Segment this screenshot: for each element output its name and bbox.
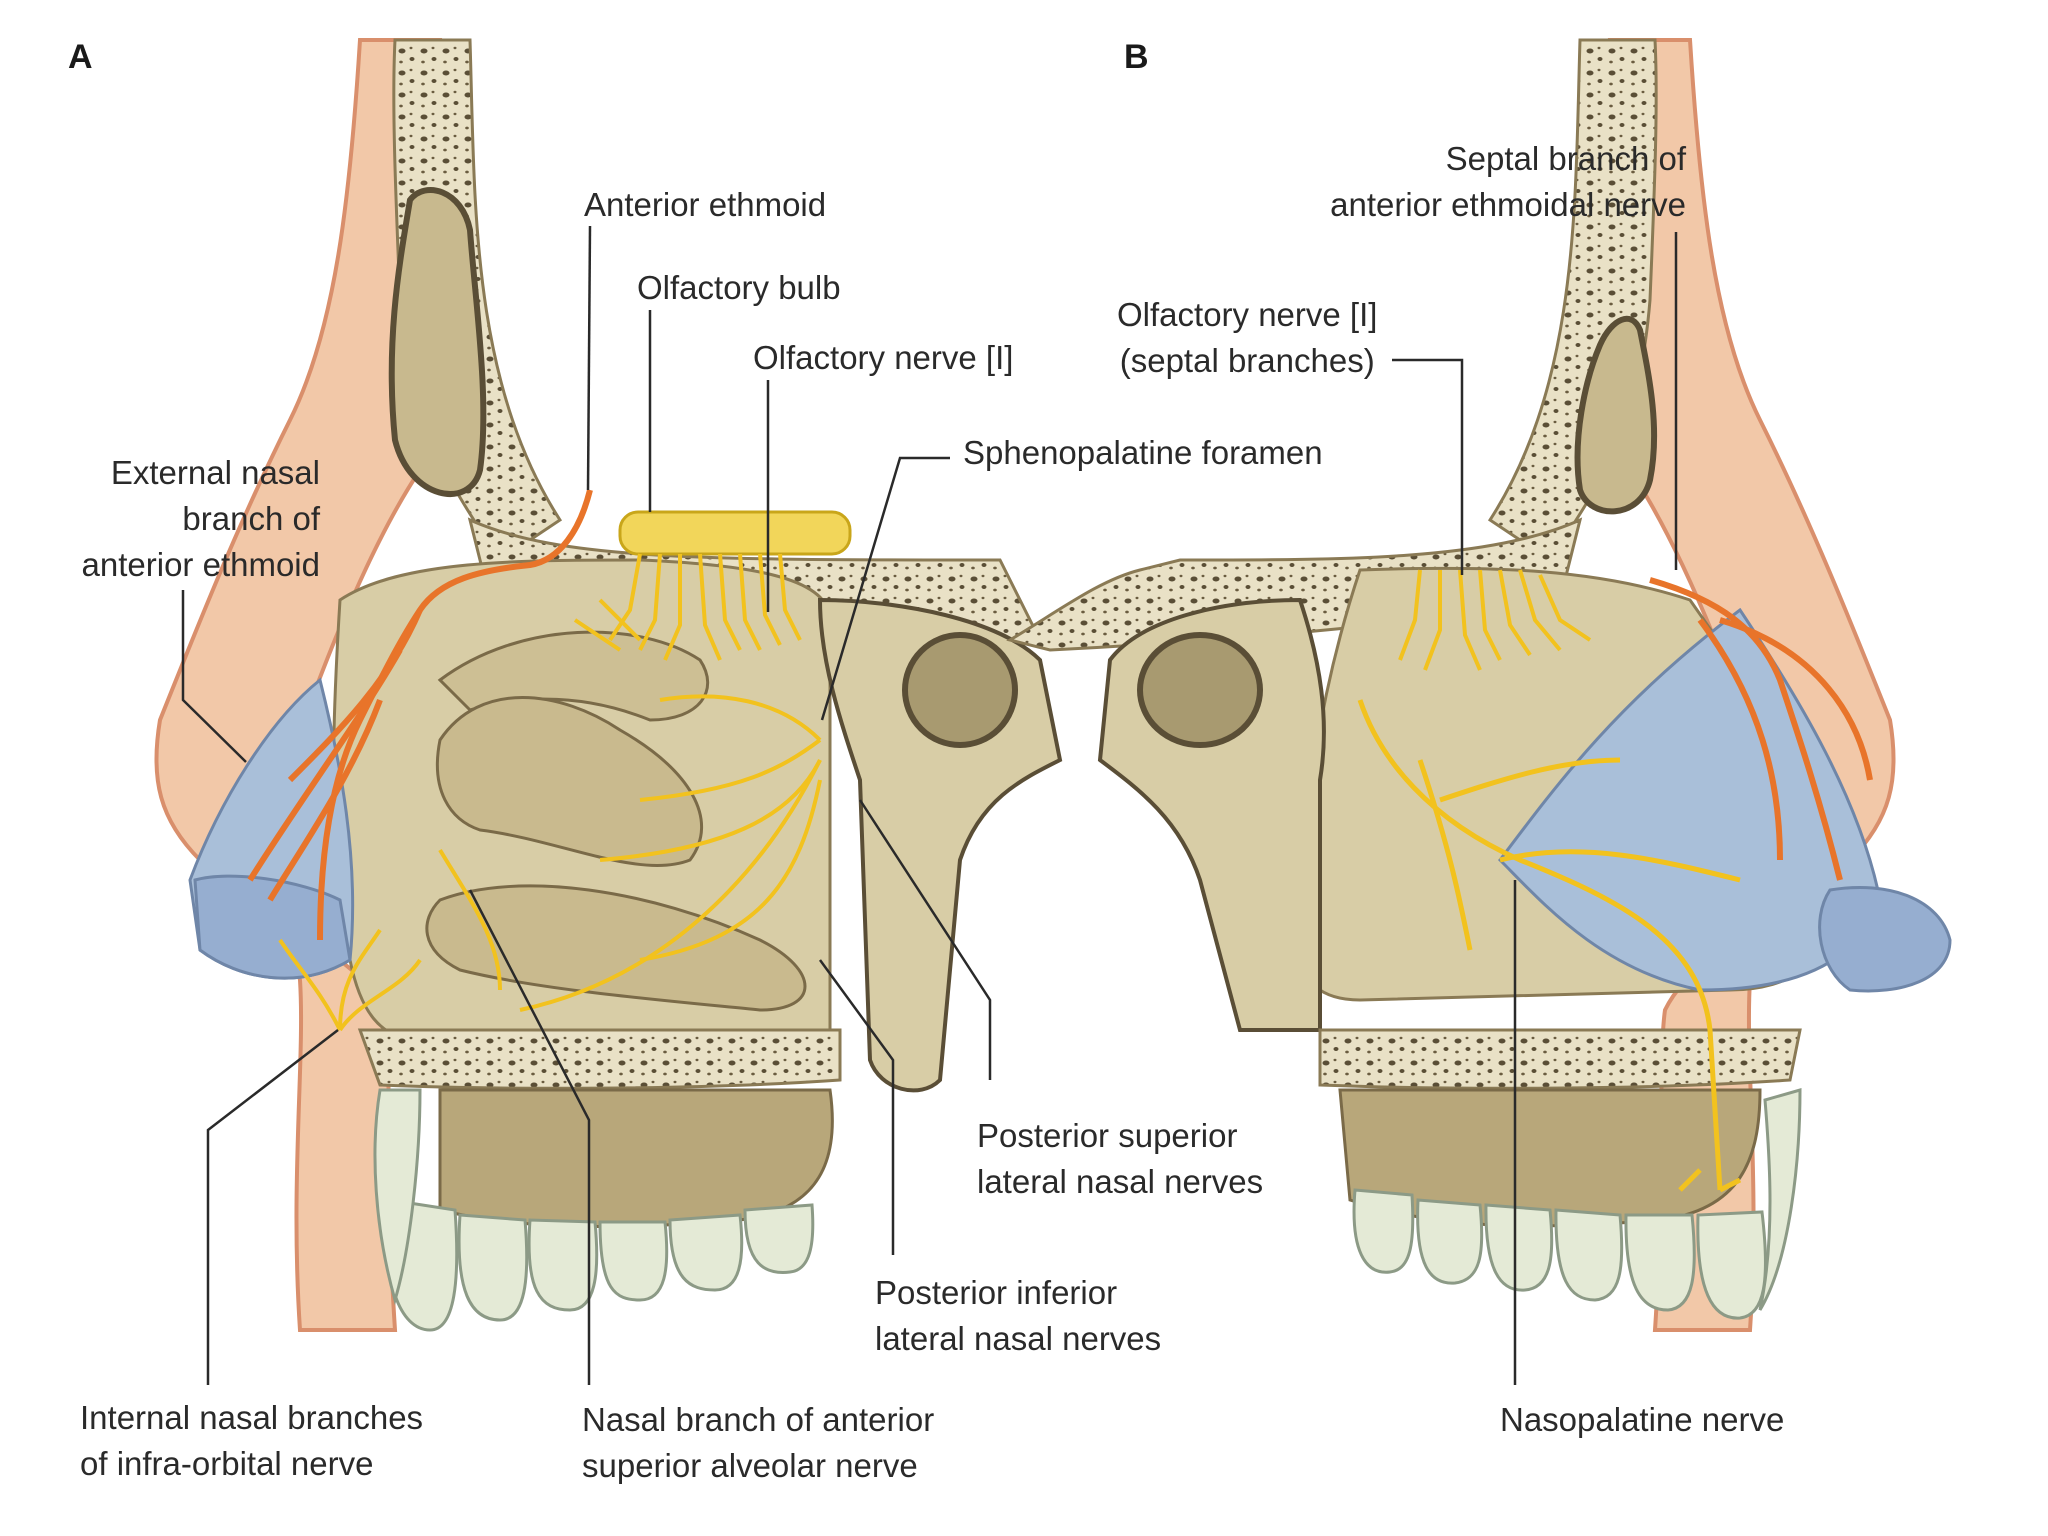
leader-posterior-inferior [818, 959, 895, 1255]
label-olfactory-septal-line-2: (septal branches) [1119, 342, 1375, 379]
panel-a-alar-cartilage [193, 874, 352, 980]
panel-a-ethmoid-nerve [247, 489, 593, 941]
panel-a-illustration [154, 38, 1063, 1332]
label-nasopalatine: Nasopalatine nerve [1500, 1401, 1785, 1438]
panel-b-letter: B [1124, 38, 1149, 76]
panel-a-palate [357, 1028, 842, 1090]
panel-a-oral-roof [438, 1088, 834, 1229]
label-posterior-inferior-line-1: Posterior inferior [875, 1274, 1118, 1311]
leader-olfactory-septal [1392, 358, 1464, 575]
panel-b-illustration [1006, 38, 1952, 1332]
label-olfactory-bulb: Olfactory bulb [637, 269, 841, 306]
label-septal-branch-line-1: Septal branch of [1445, 140, 1686, 177]
label-posterior-superior-line-2: lateral nasal nerves [977, 1163, 1264, 1200]
panel-a-olfactory-nerves [573, 553, 802, 661]
panel-b-teeth [1352, 1088, 1802, 1320]
label-nasal-branch-asa: Nasal branch of anterior superior alveol… [582, 1397, 934, 1489]
label-external-nasal-line-1: External nasal [110, 454, 320, 491]
panel-a-olfactory-bulb [618, 510, 852, 556]
leader-external-nasal [181, 590, 247, 763]
label-internal-nasal-line-1: Internal nasal branches [80, 1399, 424, 1436]
panel-a-inferior-concha [425, 884, 807, 1012]
panel-b-nasopalatine-nerve [1357, 699, 1742, 1193]
panel-a-middle-concha [435, 696, 703, 868]
label-internal-nasal: Internal nasal branches of infra-orbital… [80, 1395, 423, 1487]
label-septal-branch: Septal branch of anterior ethmoidal nerv… [1270, 136, 1686, 228]
panel-b-palate [1318, 1028, 1802, 1090]
panel-b-alar-cartilage [1818, 885, 1952, 993]
leader-lines [181, 225, 1678, 1385]
label-septal-branch-line-2: anterior ethmoidal nerve [1330, 186, 1686, 223]
label-internal-nasal-line-2: of infra-orbital nerve [80, 1445, 374, 1482]
panel-b-sphenoid-sinus [1137, 632, 1263, 748]
panel-a-frontal-sinus [388, 187, 487, 497]
panel-b-olfactory-nerves [1398, 569, 1592, 671]
panel-a-teeth [373, 1088, 815, 1332]
label-olfactory-septal: Olfactory nerve [I] (septal branches) [1117, 292, 1377, 384]
leader-internal-nasal [206, 1029, 339, 1385]
label-posterior-inferior: Posterior inferior lateral nasal nerves [875, 1270, 1161, 1362]
label-posterior-inferior-line-2: lateral nasal nerves [875, 1320, 1162, 1357]
leader-anterior-ethmoid [586, 225, 592, 491]
label-nasal-branch-asa-line-1: Nasal branch of anterior [582, 1401, 935, 1438]
label-posterior-superior: Posterior superior lateral nasal nerves [977, 1113, 1263, 1205]
panel-b-frontal-sinus [1574, 316, 1658, 515]
panel-b-septal-ethmoid-nerve [1649, 577, 1873, 881]
panel-a-infraorbital-nerves [278, 928, 422, 1032]
label-external-nasal-line-2: branch of [182, 500, 320, 537]
leader-posterior-superior [858, 799, 992, 1080]
label-external-nasal: External nasal branch of anterior ethmoi… [70, 450, 320, 588]
panel-a-letter: A [68, 38, 93, 76]
label-anterior-ethmoid: Anterior ethmoid [584, 186, 827, 223]
label-sphenopalatine-foramen: Sphenopalatine foramen [963, 434, 1323, 471]
label-external-nasal-line-3: anterior ethmoid [81, 546, 320, 583]
label-olfactory-nerve: Olfactory nerve [I] [753, 339, 1014, 376]
panel-a-lateral-nasal-nerves [438, 694, 822, 1012]
label-posterior-superior-line-1: Posterior superior [977, 1117, 1238, 1154]
label-nasal-branch-asa-line-2: superior alveolar nerve [582, 1447, 918, 1484]
panel-a-sphenoid-sinus [902, 632, 1018, 748]
leader-sphenopalatine [820, 456, 950, 721]
leader-nasal-branch-asa [468, 889, 591, 1385]
label-olfactory-septal-line-1: Olfactory nerve [I] [1117, 296, 1378, 333]
